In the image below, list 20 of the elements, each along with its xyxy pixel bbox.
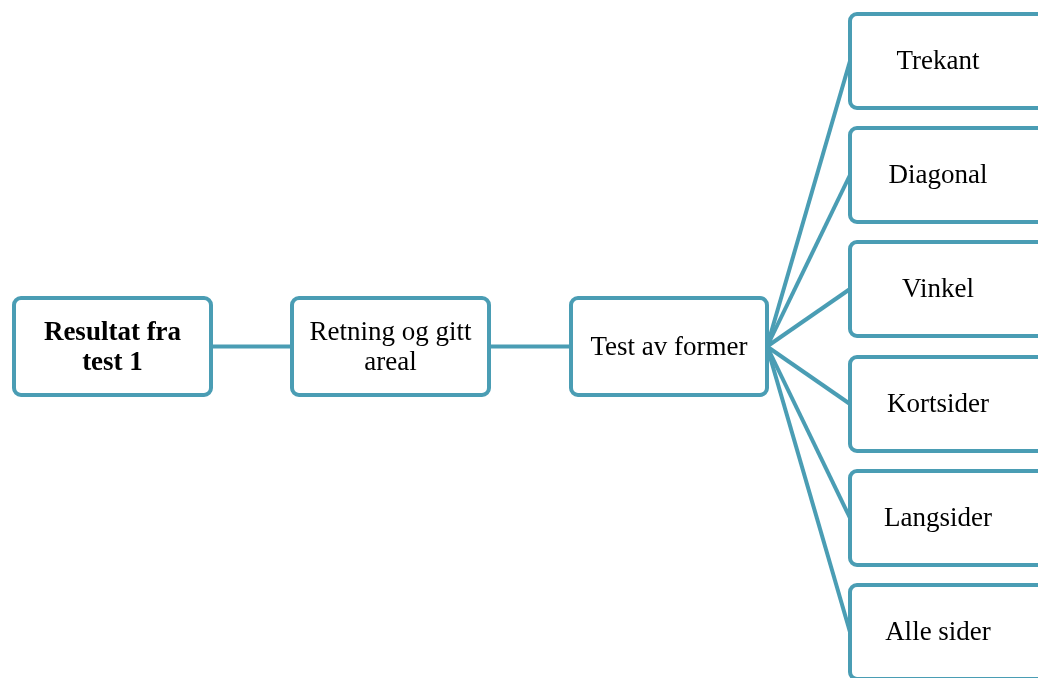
node-label: Resultat fra test 1	[42, 316, 183, 377]
process-box	[848, 583, 1038, 678]
node-label: Test av former	[589, 331, 749, 362]
node-label: Langsider	[884, 503, 993, 533]
node-label: Kortsider	[887, 389, 990, 419]
process-box	[848, 469, 1038, 567]
connector-line	[211, 344, 292, 349]
process-box	[569, 296, 769, 397]
process-box	[848, 355, 1038, 453]
node-label: Alle sider	[885, 617, 992, 647]
connector-line	[489, 344, 571, 349]
node-label: Vinkel	[902, 274, 975, 304]
process-box	[290, 296, 491, 397]
node-label: Diagonal	[888, 160, 989, 190]
process-box	[848, 240, 1038, 338]
process-box	[848, 12, 1038, 110]
process-box	[848, 126, 1038, 224]
process-box	[12, 296, 213, 397]
node-label: Retning og gitt areal	[308, 316, 473, 377]
node-label: Trekant	[896, 46, 981, 76]
